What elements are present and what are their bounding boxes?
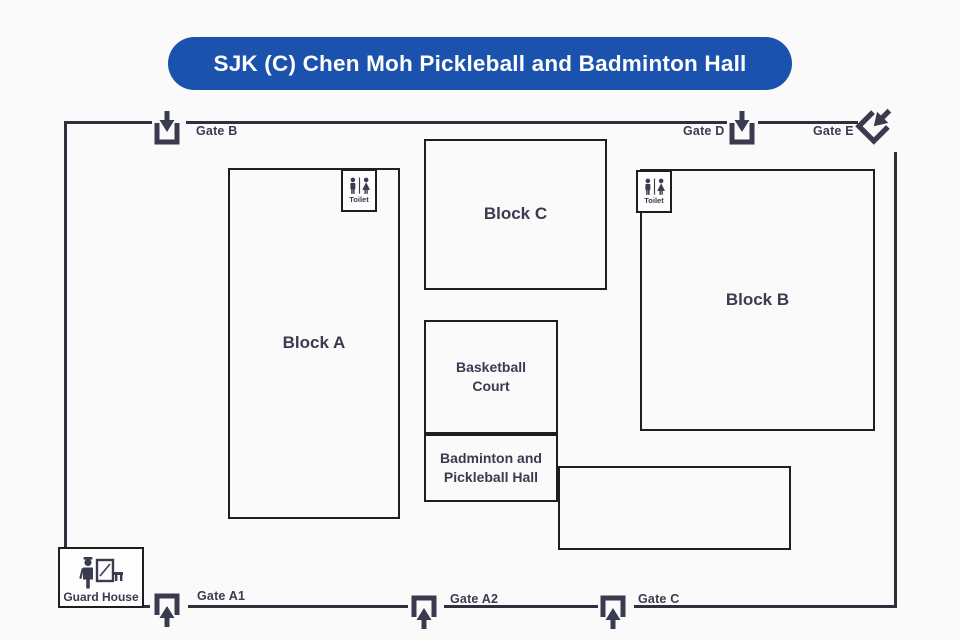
block-b-label: Block B	[725, 289, 790, 309]
boundary-bottom-segment	[444, 605, 598, 608]
gate-b-label: Gate B	[196, 124, 238, 138]
gate-c-icon	[597, 591, 629, 631]
boundary-top-segment	[758, 121, 858, 124]
gate-e-label: Gate E	[813, 124, 854, 138]
badminton-pickleball-hall: Badminton and Pickleball Hall	[424, 434, 558, 502]
gate-a2-icon	[408, 591, 440, 631]
guard-house-icon	[75, 554, 127, 590]
badminton-hall-label: Badminton and Pickleball Hall	[440, 450, 542, 485]
title-banner: SJK (C) Chen Moh Pickleball and Badminto…	[168, 37, 792, 90]
gate-d-icon	[726, 109, 758, 149]
gate-d-label: Gate D	[683, 124, 725, 138]
block-a: Block A	[228, 168, 400, 519]
guard-house-label: Guard House	[63, 589, 139, 604]
boundary-top-segment	[186, 121, 727, 124]
toilet-icon	[642, 178, 667, 196]
boundary-left-wall	[64, 121, 67, 608]
gate-a1-icon	[151, 589, 183, 629]
basketball-court-label: Basketball Court	[455, 359, 527, 394]
toilet-block-b: Toilet	[636, 170, 672, 213]
gate-a1-label: Gate A1	[197, 589, 246, 603]
gate-a2-label: Gate A2	[450, 592, 499, 606]
toilet-label: Toilet	[349, 195, 369, 205]
boundary-right-wall	[894, 152, 897, 608]
page-title: SJK (C) Chen Moh Pickleball and Badminto…	[213, 50, 747, 76]
block-c-label: Block C	[483, 204, 548, 224]
block-b: Block B	[640, 169, 875, 431]
guard-house: Guard House	[58, 547, 144, 608]
toilet-icon	[347, 177, 372, 195]
block-a-label: Block A	[282, 333, 346, 353]
basketball-court: Basketball Court	[424, 320, 558, 434]
gate-e-icon	[855, 103, 894, 145]
toilet-block-a: Toilet	[341, 169, 377, 212]
boundary-bottom-segment	[188, 605, 408, 608]
boundary-top-segment	[64, 121, 152, 124]
boundary-bottom-segment	[634, 605, 897, 608]
gate-c-label: Gate C	[638, 592, 680, 606]
block-c: Block C	[424, 139, 607, 290]
toilet-label: Toilet	[644, 196, 664, 206]
gate-b-icon	[151, 109, 183, 149]
unlabeled-hall	[558, 466, 791, 550]
